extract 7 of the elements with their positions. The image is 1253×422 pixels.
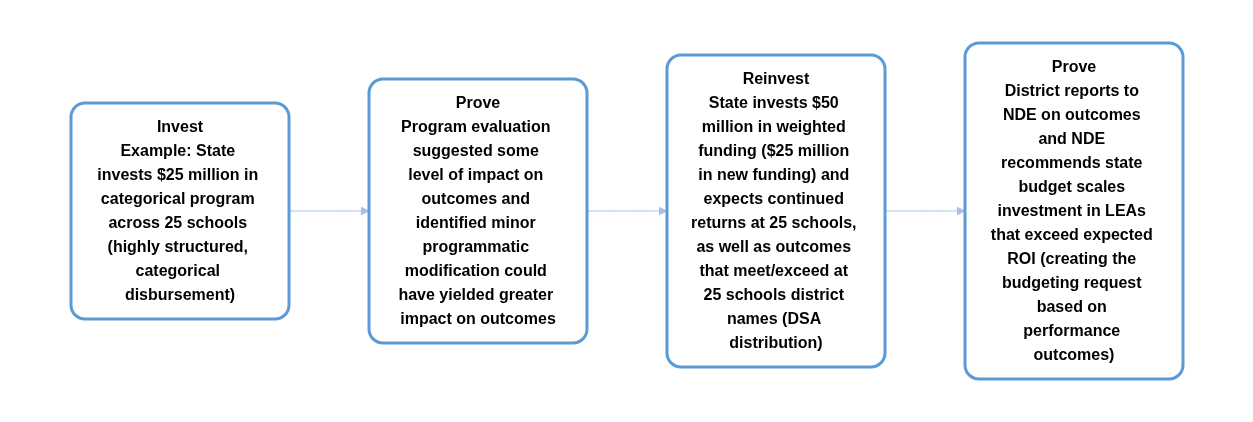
node-box: Prove Program evaluation suggested some level of impact on outcomes and identified minor programmatic modification could have yielded greater impact on outcomes xyxy=(367,77,588,345)
node-box: Prove District reports to NDE on outcomes and NDE recommends state budget scales investment in LEAs that exceed expected ROI (creating the budgeting request based on performance outcomes) xyxy=(963,41,1184,381)
arrow xyxy=(288,206,369,216)
arrow xyxy=(586,206,667,216)
node-box: Invest Example: State invests $25 million in categorical program across 25 schools (highly structured, categorical disbursement) xyxy=(69,101,290,321)
arrow xyxy=(884,206,965,216)
node-box: Reinvest State invests $50 million in weighted funding ($25 million in new funding) and expects continued returns at 25 schools, as well as outcomes that meet/exceed at 25 schools district names (DSA distribution) xyxy=(665,53,886,369)
